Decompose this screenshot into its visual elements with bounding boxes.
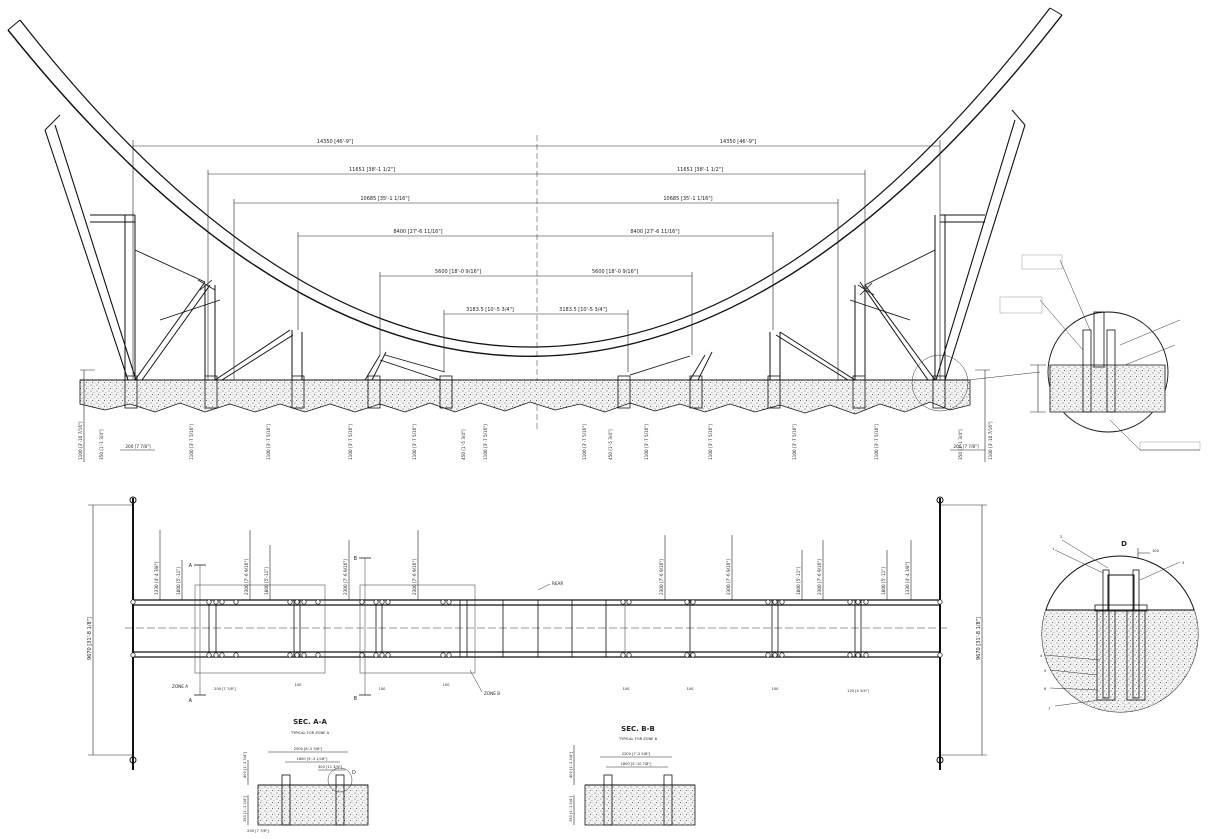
label-rear: REAR: [552, 581, 563, 586]
sec-mark-b-top: B: [354, 556, 358, 562]
svg-text:6: 6: [1044, 687, 1047, 691]
svg-text:2200 [7'-2 5/8"]: 2200 [7'-2 5/8"]: [622, 752, 651, 756]
svg-text:1330 [4'-4 3/8"]: 1330 [4'-4 3/8"]: [154, 561, 159, 595]
svg-text:1600 [5'-3 1/16"]: 1600 [5'-3 1/16"]: [297, 757, 328, 761]
dim-row3-right: 10685 [35'-1 1/16"]: [663, 196, 712, 202]
svg-text:100: 100: [687, 687, 695, 691]
svg-text:350 [1'-1 3/4"]: 350 [1'-1 3/4"]: [99, 429, 104, 460]
svg-text:100: 100: [772, 687, 780, 691]
plan-small-dims: 200 [7 7/8"] 100 100 100 100 100 100 120…: [214, 683, 869, 693]
svg-text:2: 2: [1060, 535, 1062, 539]
svg-text:9670 [31'-8 1/8"]: 9670 [31'-8 1/8"]: [976, 617, 982, 660]
arch-inner: [19, 7, 1051, 348]
svg-text:400 [1'-3 3/4"]: 400 [1'-3 3/4"]: [569, 751, 573, 778]
svg-text:3: 3: [1182, 561, 1184, 565]
svg-text:1800 [5'-11"]: 1800 [5'-11"]: [796, 567, 801, 595]
svg-text:2300 [7'-6 9/16"]: 2300 [7'-6 9/16"]: [343, 559, 348, 595]
svg-text:450 [1'-5 3/4"]: 450 [1'-5 3/4"]: [461, 429, 466, 460]
svg-text:2300 [7'-6 9/16"]: 2300 [7'-6 9/16"]: [412, 559, 417, 595]
elevation-view: 14350 [46'-9"] 14350 [46'-9"] 11651 [38'…: [7, 7, 1063, 462]
svg-text:2500 [8'-2 3/8"]: 2500 [8'-2 3/8"]: [294, 747, 323, 751]
dim-row2-right: 11651 [38'-1 1/2"]: [677, 167, 723, 173]
svg-text:2300 [7'-6 9/16"]: 2300 [7'-6 9/16"]: [244, 559, 249, 595]
dim-row5-left: 5600 [18'-0 9/16"]: [435, 269, 481, 275]
svg-text:1: 1: [1052, 547, 1054, 551]
footings: [124, 375, 946, 409]
dim-row4-right: 8400 [27'-6 11/16"]: [630, 229, 679, 235]
svg-text:1800 [5'-11"]: 1800 [5'-11"]: [176, 567, 181, 595]
arch-outer: [7, 14, 1063, 357]
sec-mark-b-bottom: B: [354, 696, 358, 702]
svg-text:1100 [3'-7 5/16"]: 1100 [3'-7 5/16"]: [644, 424, 649, 460]
dim-row3-left: 10685 [35'-1 1/16"]: [360, 196, 409, 202]
svg-text:350 [1'-1 3/4"]: 350 [1'-1 3/4"]: [569, 795, 573, 822]
svg-text:1100 [3'-7 5/16"]: 1100 [3'-7 5/16"]: [483, 424, 488, 460]
section-b-title: SEC. B-B: [621, 725, 655, 733]
svg-text:1100 [3'-7 5/16"]: 1100 [3'-7 5/16"]: [348, 424, 353, 460]
plan-bay-dims: 1330 [4'-4 3/8"] 1800 [5'-11"] 2300 [7'-…: [154, 530, 912, 600]
svg-text:1330 [4'-4 3/8"]: 1330 [4'-4 3/8"]: [905, 561, 910, 595]
svg-text:1100 [3'-7 5/16"]: 1100 [3'-7 5/16"]: [412, 424, 417, 460]
svg-text:1100 [3'-7 5/16"]: 1100 [3'-7 5/16"]: [708, 424, 713, 460]
svg-text:1100 [3'-7 5/16"]: 1100 [3'-7 5/16"]: [266, 424, 271, 460]
svg-text:1800 [5'-11"]: 1800 [5'-11"]: [264, 567, 269, 595]
svg-text:200 [7 7/8"]: 200 [7 7/8"]: [247, 829, 269, 833]
sec-mark-a-top: A: [189, 563, 193, 569]
svg-text:300 [11 3/4"]: 300 [11 3/4"]: [318, 765, 343, 769]
section-a-subtitle: TYPICAL FOR ZONE A: [290, 731, 330, 735]
dim-row4-left: 8400 [27'-6 11/16"]: [393, 229, 442, 235]
svg-text:1100 [3'-10 7/16"]: 1100 [3'-10 7/16"]: [988, 421, 993, 460]
dim-row2-left: 11651 [38'-1 1/2"]: [349, 167, 395, 173]
dim-row5-right: 5600 [18'-0 9/16"]: [592, 269, 638, 275]
svg-text:1100 [3'-7 5/16"]: 1100 [3'-7 5/16"]: [874, 424, 879, 460]
svg-text:1100 [3'-10 7/16"]: 1100 [3'-10 7/16"]: [78, 421, 83, 460]
svg-text:400 [1'-3 3/4"]: 400 [1'-3 3/4"]: [243, 751, 247, 778]
svg-text:2300 [7'-6 9/16"]: 2300 [7'-6 9/16"]: [659, 559, 664, 595]
svg-text:4: 4: [1040, 654, 1043, 658]
svg-text:9670 [31'-8 1/8"]: 9670 [31'-8 1/8"]: [87, 617, 93, 660]
dim-row6-right: 3183.5 [10'-5 3/4"]: [559, 307, 607, 313]
svg-text:2300 [7'-6 9/16"]: 2300 [7'-6 9/16"]: [817, 559, 822, 595]
svg-text:100: 100: [295, 683, 303, 687]
dim-top-left: 14350 [46'-9"]: [317, 139, 353, 145]
svg-text:100: 100: [1152, 549, 1160, 553]
dim-row6-left: 3183.5 [10'-5 3/4"]: [466, 307, 514, 313]
svg-text:2300 [7'-6 9/16"]: 2300 [7'-6 9/16"]: [726, 559, 731, 595]
svg-text:1800 [5'-11"]: 1800 [5'-11"]: [881, 567, 886, 595]
svg-text:200 [7 7/8"]: 200 [7 7/8"]: [953, 444, 979, 449]
svg-text:1100 [3'-7 5/16"]: 1100 [3'-7 5/16"]: [582, 424, 587, 460]
section-markers: A A B B: [189, 556, 371, 704]
detail-d: D 100 1 2 3 4 5 6 7: [1040, 535, 1199, 713]
section-a-title: SEC. A-A: [293, 718, 327, 726]
svg-text:120 [4 3/4"]: 120 [4 3/4"]: [847, 689, 869, 693]
label-zone-a: ZONE A: [172, 684, 188, 689]
svg-text:100: 100: [443, 683, 451, 687]
plan-bolts: [130, 599, 943, 658]
svg-text:1100 [3'-7 5/16"]: 1100 [3'-7 5/16"]: [189, 424, 194, 460]
svg-text:7: 7: [1048, 707, 1050, 711]
svg-text:200 [7 7/8"]: 200 [7 7/8"]: [214, 687, 236, 691]
horizontal-dimensions: 14350 [46'-9"] 14350 [46'-9"] 11651 [38'…: [132, 139, 941, 380]
anchor-detail-top: [999, 254, 1201, 451]
svg-text:100: 100: [623, 687, 631, 691]
svg-text:5: 5: [1044, 669, 1046, 673]
section-a-a: SEC. A-A TYPICAL FOR ZONE A D 2500 [8'-2…: [243, 718, 369, 833]
svg-text:350 [1'-1 3/4"]: 350 [1'-1 3/4"]: [243, 795, 247, 822]
svg-text:1800 [5'-10 7/8"]: 1800 [5'-10 7/8"]: [621, 762, 652, 766]
detail-label: D: [1121, 540, 1127, 548]
svg-text:200 [7 7/8"]: 200 [7 7/8"]: [125, 444, 151, 449]
svg-text:450 [1'-5 3/4"]: 450 [1'-5 3/4"]: [608, 429, 613, 460]
label-zone-b: ZONE B: [484, 691, 500, 696]
section-b-b: SEC. B-B TYPICAL FOR ZONE B 2200 [7'-2 5…: [569, 725, 696, 826]
plan-view: 9670 [31'-8 1/8"] 9670 [31'-8 1/8"]: [87, 496, 987, 770]
sec-a-callout: D: [352, 770, 356, 776]
section-b-subtitle: TYPICAL FOR ZONE B: [618, 737, 658, 741]
svg-text:350 [1'-1 3/4"]: 350 [1'-1 3/4"]: [958, 429, 963, 460]
dim-top-right: 14350 [46'-9"]: [720, 139, 756, 145]
sec-mark-a-bottom: A: [189, 698, 193, 704]
svg-text:100: 100: [379, 687, 387, 691]
svg-text:1100 [3'-7 5/16"]: 1100 [3'-7 5/16"]: [792, 424, 797, 460]
vertical-dimensions: 1100 [3'-10 7/16"] 350 [1'-1 3/4"] 1100 …: [78, 369, 993, 462]
